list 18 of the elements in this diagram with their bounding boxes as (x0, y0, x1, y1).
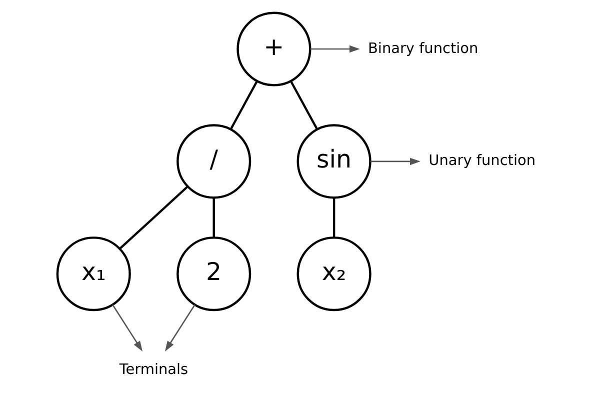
connector (290, 80, 318, 130)
arrow (164, 304, 196, 352)
connector (332, 198, 336, 238)
connector (212, 198, 215, 238)
node-circle: / (176, 124, 252, 199)
connector (230, 80, 258, 130)
node-circle: 2 (176, 236, 252, 312)
arrow (310, 45, 360, 53)
node-circle: + (236, 12, 312, 86)
arrow (112, 304, 143, 352)
arrow (370, 158, 420, 166)
node-circle: x₂ (296, 236, 372, 312)
node-text: Unary function (428, 153, 536, 170)
node-circle: sin (296, 124, 372, 199)
node-text: Terminals (119, 362, 188, 378)
node-text: Binary function (368, 40, 478, 57)
node-circle: x₁ (56, 236, 131, 312)
connector (119, 186, 188, 250)
